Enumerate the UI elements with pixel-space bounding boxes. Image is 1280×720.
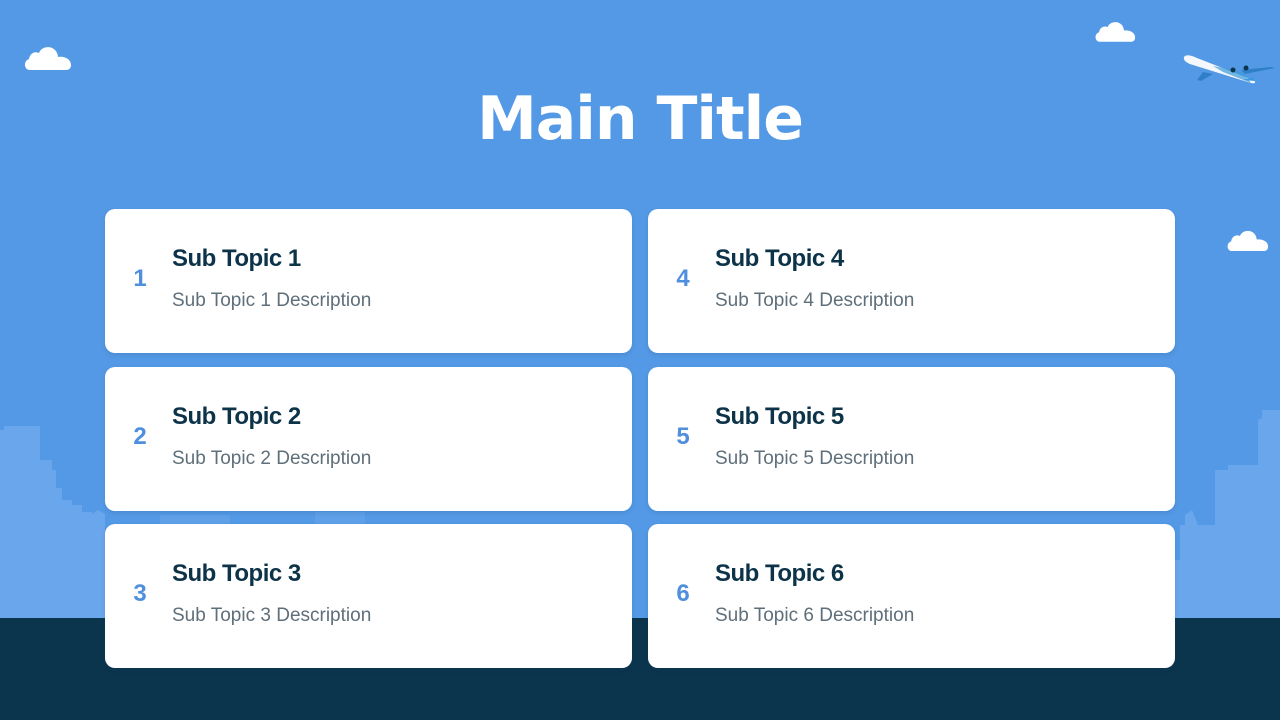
topic-description: Sub Topic 6 Description	[715, 605, 915, 626]
topic-description: Sub Topic 4 Description	[715, 290, 915, 311]
airplane-icon	[1183, 55, 1275, 84]
main-title: Main Title	[477, 84, 804, 154]
topic-grid: 1 Sub Topic 1 Sub Topic 1 Description 2 …	[105, 209, 1175, 668]
topic-description: Sub Topic 1 Description	[172, 290, 372, 311]
topic-card-2[interactable]: 2 Sub Topic 2 Sub Topic 2 Description	[105, 366, 632, 511]
topic-number: 1	[133, 265, 147, 292]
topic-description: Sub Topic 2 Description	[172, 447, 372, 469]
topic-title: Sub Topic 4	[715, 245, 844, 272]
topic-title: Sub Topic 6	[715, 560, 844, 587]
topic-card-3[interactable]: 3 Sub Topic 3 Sub Topic 3 Description	[105, 524, 632, 668]
topic-number: 5	[676, 422, 690, 450]
topic-number: 2	[133, 422, 147, 450]
topic-title: Sub Topic 3	[172, 560, 301, 587]
topic-number: 4	[676, 265, 690, 292]
topic-title: Sub Topic 5	[715, 402, 844, 430]
topic-title: Sub Topic 1	[172, 245, 301, 272]
topic-number: 3	[133, 580, 147, 607]
cloud-icon	[1227, 230, 1269, 251]
topic-card-4[interactable]: 4 Sub Topic 4 Sub Topic 4 Description	[648, 209, 1175, 353]
topic-card-5[interactable]: 5 Sub Topic 5 Sub Topic 5 Description	[648, 366, 1175, 511]
topic-card-6[interactable]: 6 Sub Topic 6 Sub Topic 6 Description	[648, 524, 1175, 668]
cloud-icon	[1095, 22, 1136, 42]
topic-number: 6	[676, 580, 690, 607]
topic-card-1[interactable]: 1 Sub Topic 1 Sub Topic 1 Description	[105, 209, 632, 353]
topic-description: Sub Topic 3 Description	[172, 605, 372, 626]
cloud-icon	[24, 47, 71, 70]
topic-title: Sub Topic 2	[172, 402, 301, 430]
topic-description: Sub Topic 5 Description	[715, 447, 915, 469]
